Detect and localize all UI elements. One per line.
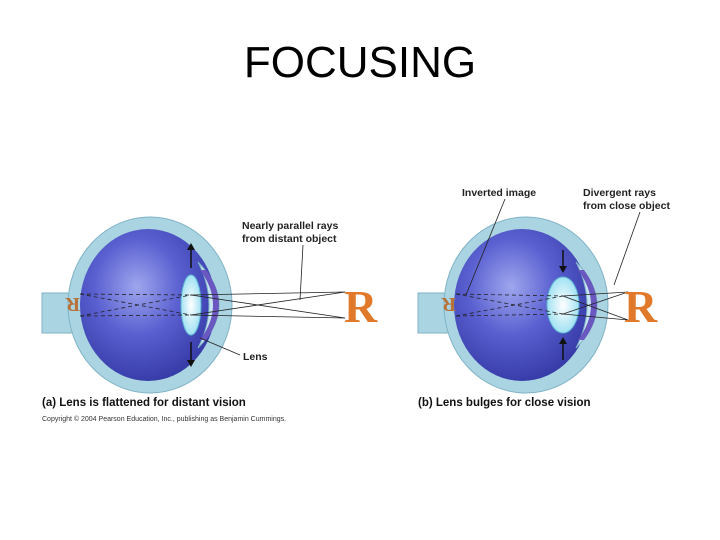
callout-divergent-rays bbox=[614, 212, 640, 285]
lens-bulging bbox=[547, 277, 579, 333]
callout-rays-a bbox=[300, 245, 303, 300]
panel-a-eye: R R Nearly parallel rays from distant ob… bbox=[42, 217, 378, 393]
label-divergent-line2: from close object bbox=[583, 200, 670, 212]
caption-a: (a) Lens is flattened for distant vision bbox=[42, 397, 246, 409]
object-letter-b: R bbox=[624, 281, 658, 332]
label-divergent-line1: Divergent rays bbox=[583, 187, 656, 199]
panel-b-eye: R R Inverted image Divergent rays from c… bbox=[418, 187, 670, 393]
label-lens: Lens bbox=[243, 351, 268, 363]
label-rays-line1: Nearly parallel rays bbox=[242, 220, 338, 232]
lens-flattened bbox=[181, 275, 201, 335]
label-inverted-image: Inverted image bbox=[462, 187, 536, 199]
inverted-image-a: R bbox=[65, 293, 80, 315]
copyright-text: Copyright © 2004 Pearson Education, Inc.… bbox=[42, 415, 286, 423]
caption-b: (b) Lens bulges for close vision bbox=[418, 397, 591, 409]
object-letter-a: R bbox=[344, 281, 378, 332]
inverted-image-b: R bbox=[441, 293, 456, 315]
label-rays-line2: from distant object bbox=[242, 233, 337, 245]
